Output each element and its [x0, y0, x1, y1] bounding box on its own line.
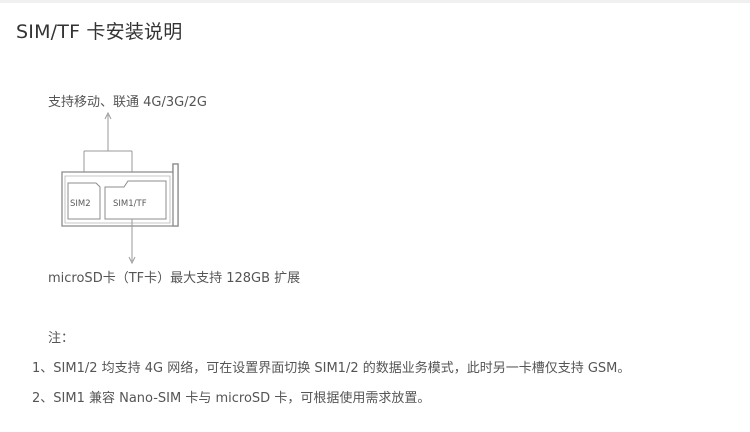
sim2-label: SIM2: [70, 199, 91, 209]
microsd-capacity-caption: microSD卡（TF卡）最大支持 128GB 扩展: [48, 271, 301, 286]
network-support-caption: 支持移动、联通 4G/3G/2G: [48, 95, 207, 110]
callout-bottom-arrow: [128, 256, 136, 265]
sim1-tf-label: SIM1/TF: [113, 199, 147, 209]
sim-tray-illustration: SIM2 SIM1/TF: [61, 111, 179, 265]
page-title: SIM/TF 卡安装说明: [16, 21, 183, 43]
tray-inner-frame: [64, 175, 171, 224]
note-item-2: 2、SIM1 兼容 Nano-SIM 卡与 microSD 卡，可根据使用需求放…: [32, 391, 431, 406]
callout-top-arrow: [104, 111, 112, 120]
tray-handle: [172, 163, 179, 227]
sim2-slot: [67, 182, 101, 220]
note-item-1: 1、SIM1/2 均支持 4G 网络，可在设置界面切换 SIM1/2 的数据业务…: [32, 361, 631, 376]
sim-tray-diagram: SIM2 SIM1/TF: [40, 108, 200, 268]
sim1-tf-slot: [104, 180, 167, 220]
notes-heading: 注：: [48, 331, 75, 346]
top-divider: [0, 0, 750, 3]
